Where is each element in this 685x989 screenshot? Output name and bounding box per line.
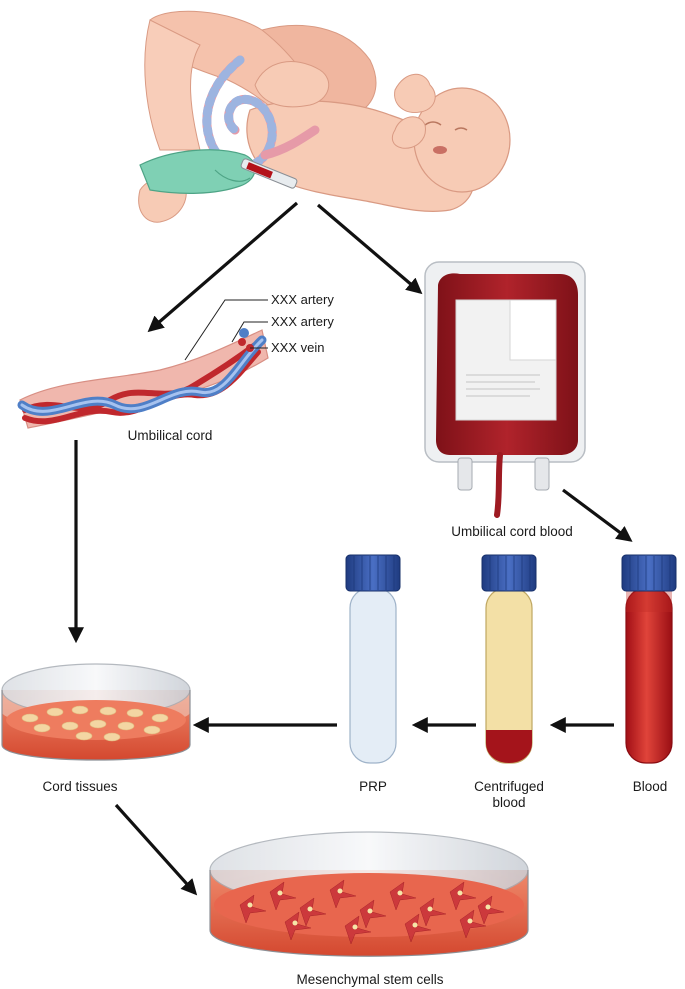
label-artery-1: XXX artery [271, 292, 334, 307]
label-vein: XXX vein [271, 340, 325, 355]
prp-tube [345, 554, 401, 764]
arrow-birth-to-blood-bag [316, 203, 423, 295]
label-centrifuged-blood-line1: Centrifuged [474, 779, 544, 794]
label-prp: PRP [359, 779, 387, 794]
umbilical-cord-illustration [17, 328, 269, 429]
blood-bag-illustration [424, 261, 586, 518]
label-artery-2: XXX artery [271, 314, 334, 329]
blood-tube [621, 554, 677, 764]
label-blood: Blood [632, 779, 668, 794]
arrow-cord-tissues-to-msc [114, 803, 198, 896]
arrow-bag-to-blood-tube [562, 488, 633, 542]
label-cord-tissues: Cord tissues [42, 779, 118, 794]
centrifuged-blood-tube [481, 554, 537, 764]
label-mesenchymal-stem-cells: Mesenchymal stem cells [296, 972, 444, 987]
msc-dish [209, 831, 529, 957]
label-umbilical-cord-blood: Umbilical cord blood [451, 524, 573, 539]
cord-tissues-dish [1, 663, 191, 761]
vessel-leader-lines [184, 299, 268, 361]
label-centrifuged-blood-line2: blood [492, 795, 526, 810]
birth-scene-illustration [138, 10, 511, 223]
arrow-birth-to-cord [147, 201, 299, 333]
label-umbilical-cord: Umbilical cord [127, 428, 213, 443]
